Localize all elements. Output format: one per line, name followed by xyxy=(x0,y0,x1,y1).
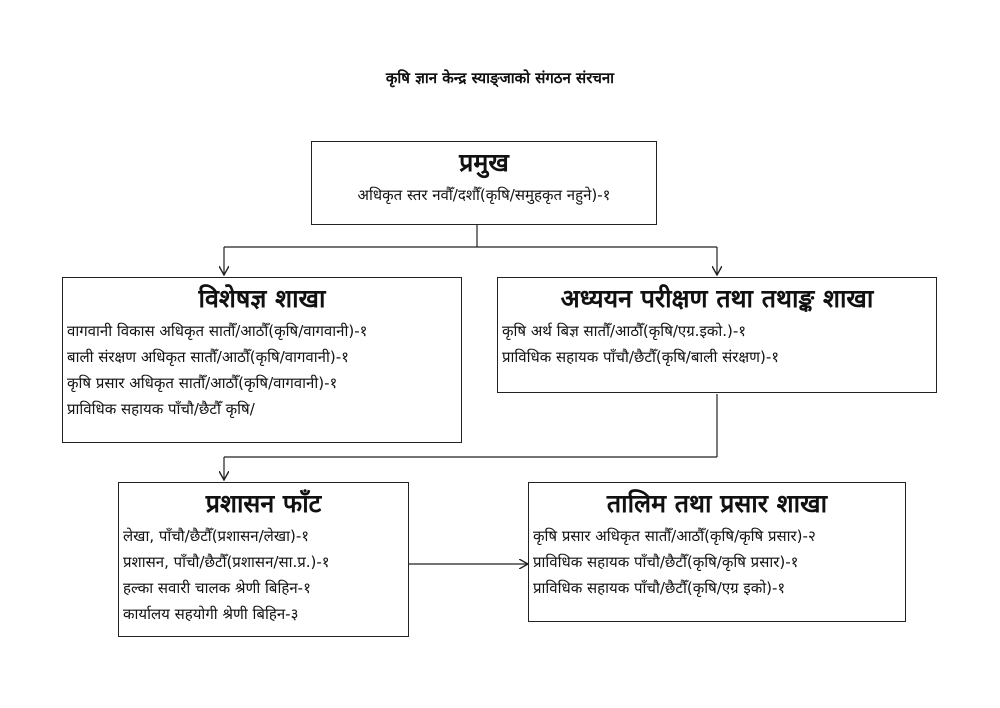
admin-line: प्रशासन, पाँचौ/छैटौँ(प्रशासन/सा.प्र.)-१ xyxy=(123,553,330,571)
training-box: तालिम तथा प्रसार शाखा कृषि प्रसार अधिकृत… xyxy=(528,482,906,622)
chief-title: प्रमुख xyxy=(459,148,509,177)
specialist-title: विशेषज्ञ शाखा xyxy=(198,284,326,313)
training-title: तालिम तथा प्रसार शाखा xyxy=(606,489,828,518)
training-line: प्राविधिक सहायक पाँचौ/छैटौँ(कृषि/कृषि प्… xyxy=(533,553,799,571)
research-line: कृषि अर्थ बिज्ञ सातौँ/आठौँ(कृषि/एग्र.इको… xyxy=(502,322,747,340)
chief-line: अधिकृत स्तर नवौँ/दशौँ(कृषि/समुहकृत नहुने… xyxy=(357,186,611,204)
specialist-box: विशेषज्ञ शाखा वागवानी विकास अधिकृत सातौँ… xyxy=(62,277,462,443)
admin-line: हल्का सवारी चालक श्रेणी बिहिन-१ xyxy=(123,579,311,597)
specialist-line: प्राविधिक सहायक पाँचौ/छैटौँ कृषि/ xyxy=(67,400,255,418)
chart-title: कृषि ज्ञान केन्द्र स्याङ्जाको संगठन संरच… xyxy=(385,69,615,87)
admin-box: प्रशासन फाँट लेखा, पाँचौ/छैटौँ(प्रशासन/ल… xyxy=(118,482,409,637)
admin-title: प्रशासन फाँट xyxy=(205,489,322,518)
research-line: प्राविधिक सहायक पाँचौ/छैटौँ(कृषि/बाली सं… xyxy=(502,348,780,366)
research-box: अध्ययन परीक्षण तथा तथाङ्क शाखा कृषि अर्थ… xyxy=(497,277,937,393)
research-title: अध्ययन परीक्षण तथा तथाङ्क शाखा xyxy=(560,284,874,313)
training-line: प्राविधिक सहायक पाँचौ/छैटौँ(कृषि/एग्र इक… xyxy=(533,579,786,597)
chief-box: प्रमुख अधिकृत स्तर नवौँ/दशौँ(कृषि/समुहकृ… xyxy=(311,141,657,225)
admin-line: कार्यालय सहयोगी श्रेणी बिहिन-३ xyxy=(123,605,299,623)
admin-line: लेखा, पाँचौ/छैटौँ(प्रशासन/लेखा)-१ xyxy=(123,527,310,545)
specialist-line: वागवानी विकास अधिकृत सातौँ/आठौँ(कृषि/वाग… xyxy=(67,322,368,340)
specialist-line: कृषि प्रसार अधिकृत सातौँ/आठौँ(कृषि/वागवा… xyxy=(67,374,338,392)
specialist-line: बाली संरक्षण अधिकृत सातौँ/आठौँ(कृषि/वागव… xyxy=(67,348,349,366)
training-line: कृषि प्रसार अधिकृत सातौँ/आठौँ(कृषि/कृषि … xyxy=(533,527,816,545)
